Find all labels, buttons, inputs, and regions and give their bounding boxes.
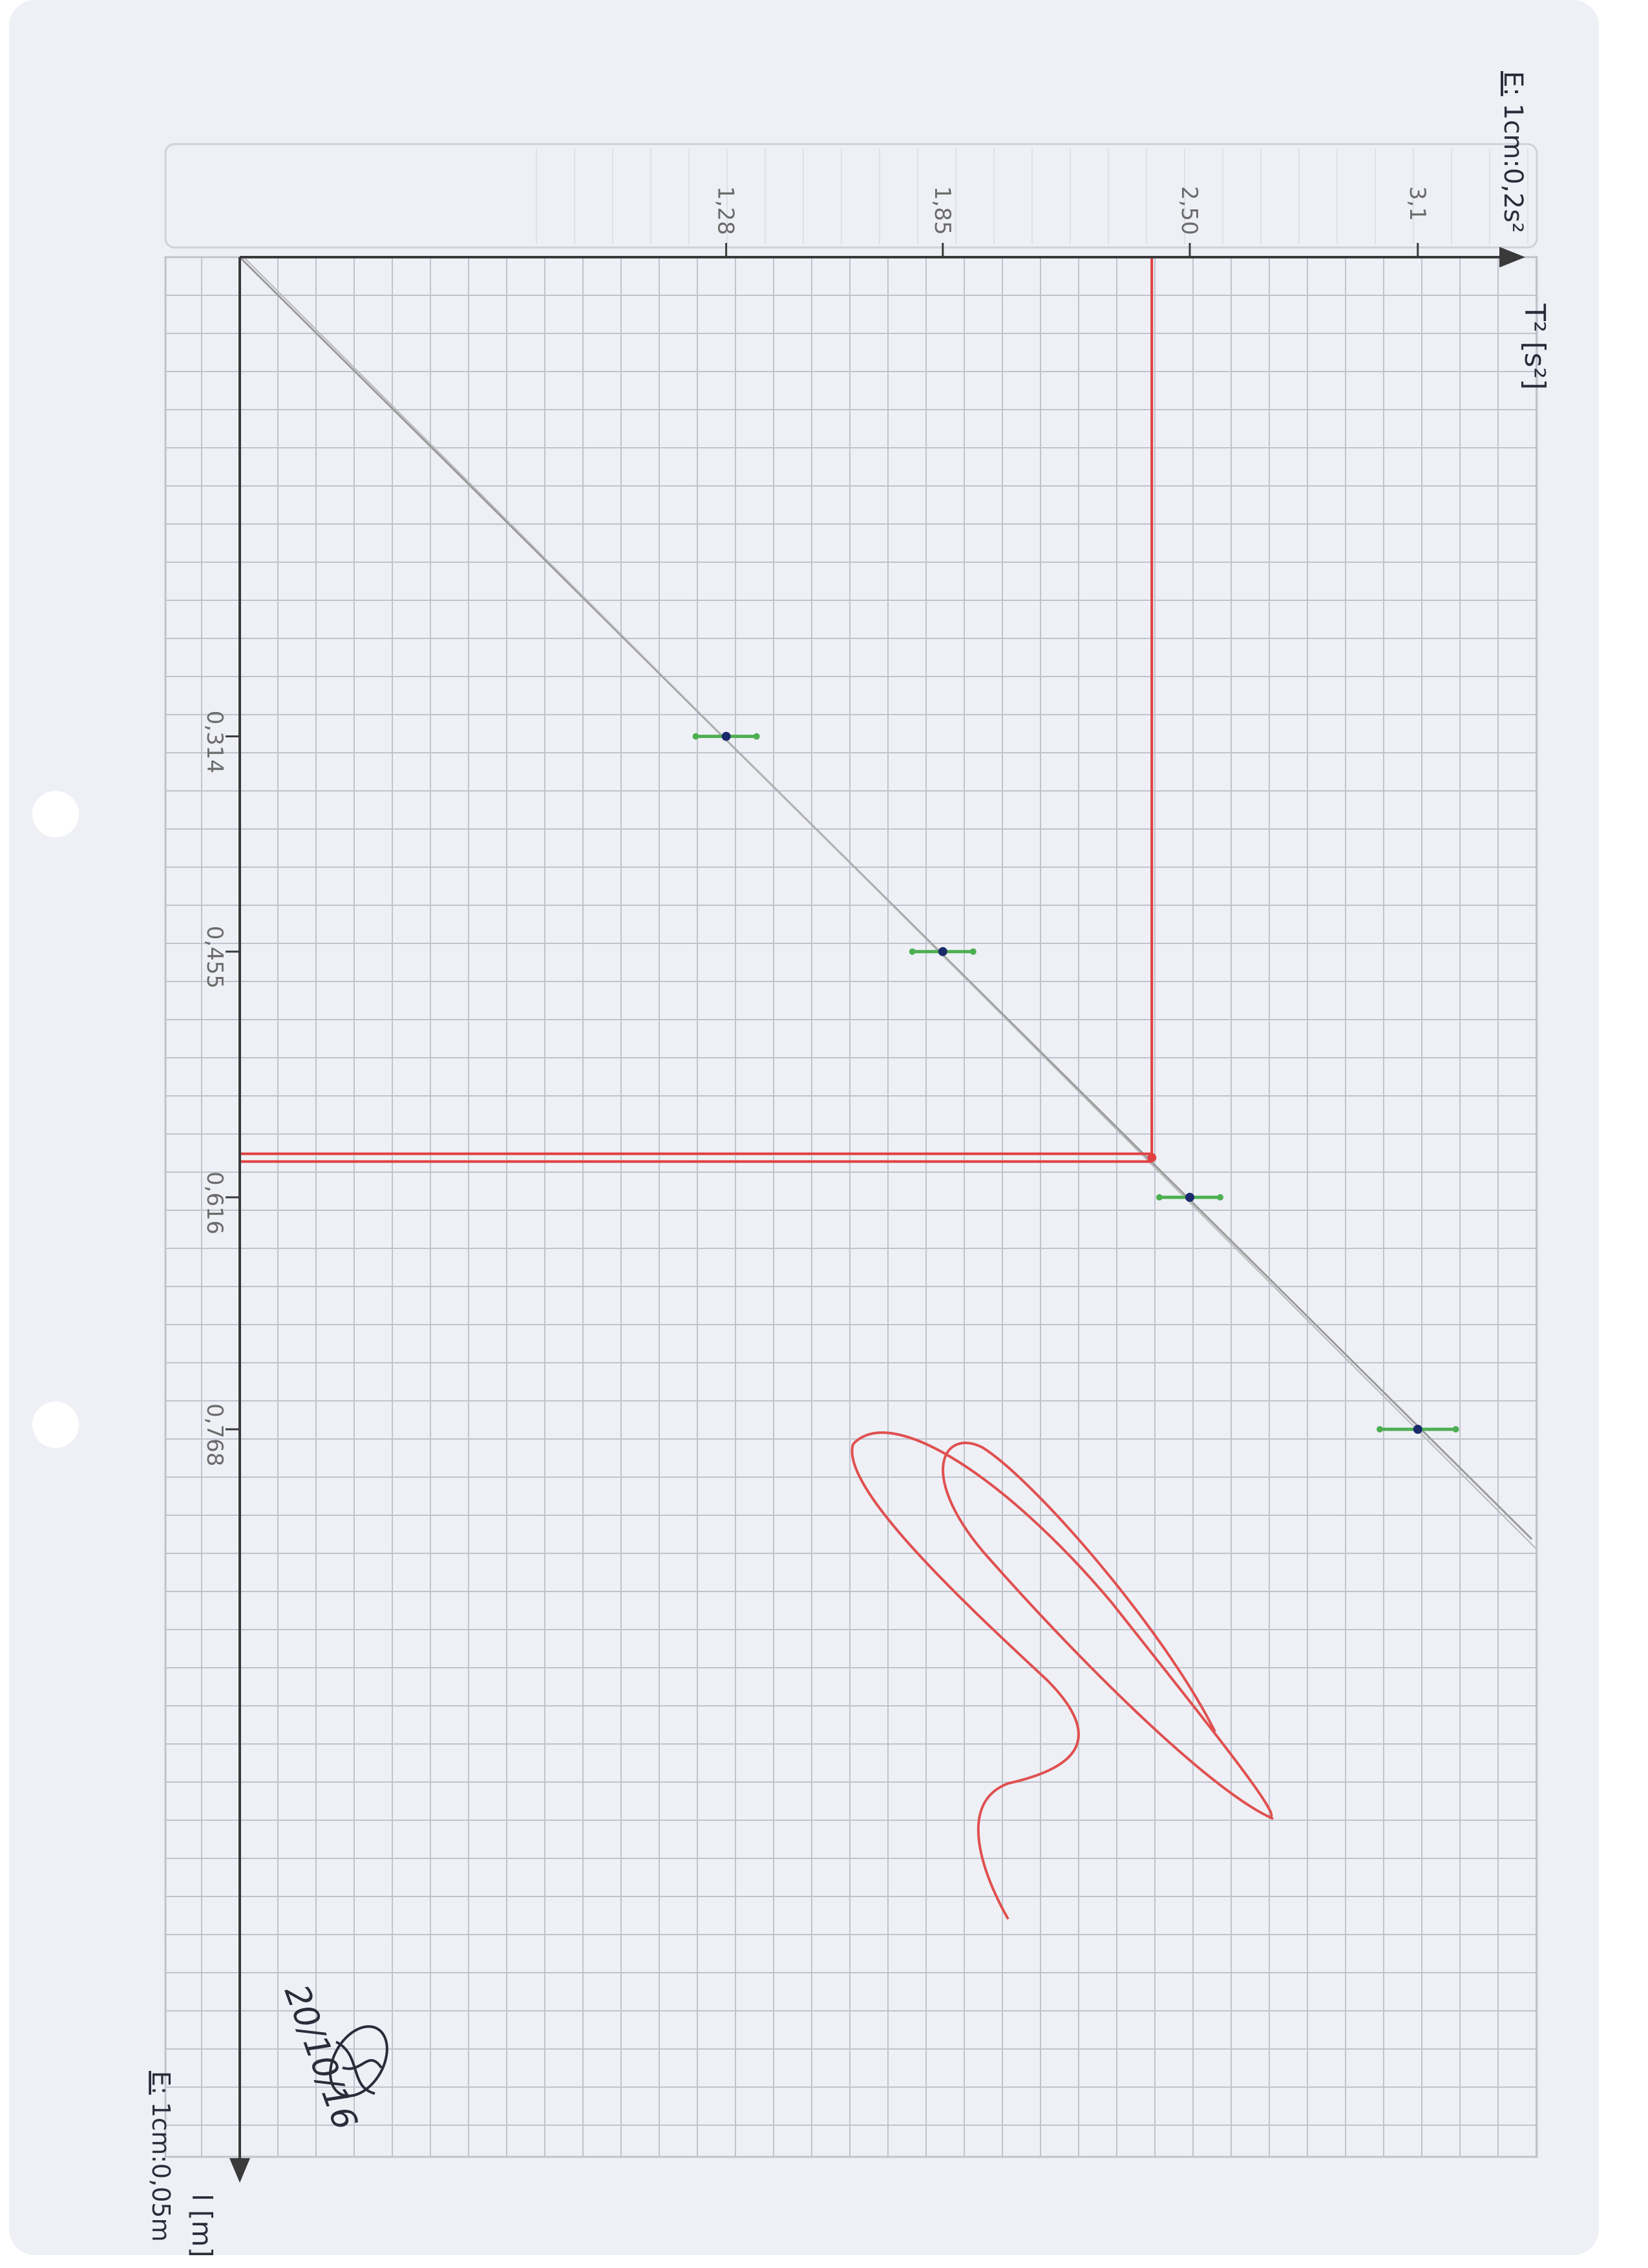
error-bar-cap xyxy=(969,948,977,955)
x-axis-label: T² [s²] xyxy=(1518,303,1551,390)
scale-x-text: 1cm:0,2s² xyxy=(1498,103,1528,233)
initials-signature xyxy=(329,2025,388,2097)
fit-line-secondary xyxy=(243,257,1536,1549)
y-axis-arrow xyxy=(229,2158,250,2183)
error-bar-cap xyxy=(753,733,760,740)
error-bar-cap xyxy=(1377,1426,1383,1433)
data-points xyxy=(692,731,1459,1434)
data-point xyxy=(1185,1193,1194,1202)
error-bar-cap xyxy=(1452,1426,1459,1433)
x-tick-label: 1,85 xyxy=(929,186,955,235)
signature-scribble xyxy=(850,1431,1274,1920)
y-tick-label: 0,314 xyxy=(202,711,227,773)
x-tick-label: 2,50 xyxy=(1176,186,1202,235)
y-axis-label: l [m] xyxy=(186,2194,218,2258)
error-bar-cap xyxy=(692,733,699,740)
header-box xyxy=(164,143,1538,249)
scale-note-x: E: 1cm:0,2s² xyxy=(1498,71,1528,233)
x-tick-label: 1,28 xyxy=(713,186,739,235)
data-point xyxy=(938,947,947,956)
scale-y-prefix: E: xyxy=(147,2071,175,2095)
error-bar-cap xyxy=(909,948,916,955)
reading-lines xyxy=(240,257,1157,1163)
y-tick-label: 0,616 xyxy=(202,1171,227,1234)
fit-line-group xyxy=(238,256,1536,1549)
reading-point xyxy=(1147,1153,1157,1162)
punch-hole xyxy=(32,791,79,837)
y-tick-label: 0,768 xyxy=(202,1403,227,1466)
x-axis-arrow xyxy=(1499,247,1525,268)
y-tick-label: 0,455 xyxy=(202,926,227,989)
scale-y-text: 1cm:0,05m xyxy=(147,2102,175,2242)
paper-sheet xyxy=(9,0,1599,2255)
data-point xyxy=(1413,1425,1422,1434)
scale-note-y: E: 1cm:0,05m xyxy=(147,2071,175,2242)
scale-x-prefix: E: xyxy=(1498,71,1528,96)
data-point xyxy=(721,731,731,741)
axes xyxy=(229,247,1525,2183)
error-bar-cap xyxy=(1217,1194,1224,1201)
punch-hole xyxy=(32,1402,79,1448)
error-bar-cap xyxy=(1156,1194,1163,1201)
tick-labels: 1,28 1,85 2,50 3,1 0,314 0,455 0,616 0,768 xyxy=(202,186,1430,1466)
x-tick-label: 3,1 xyxy=(1404,186,1430,221)
